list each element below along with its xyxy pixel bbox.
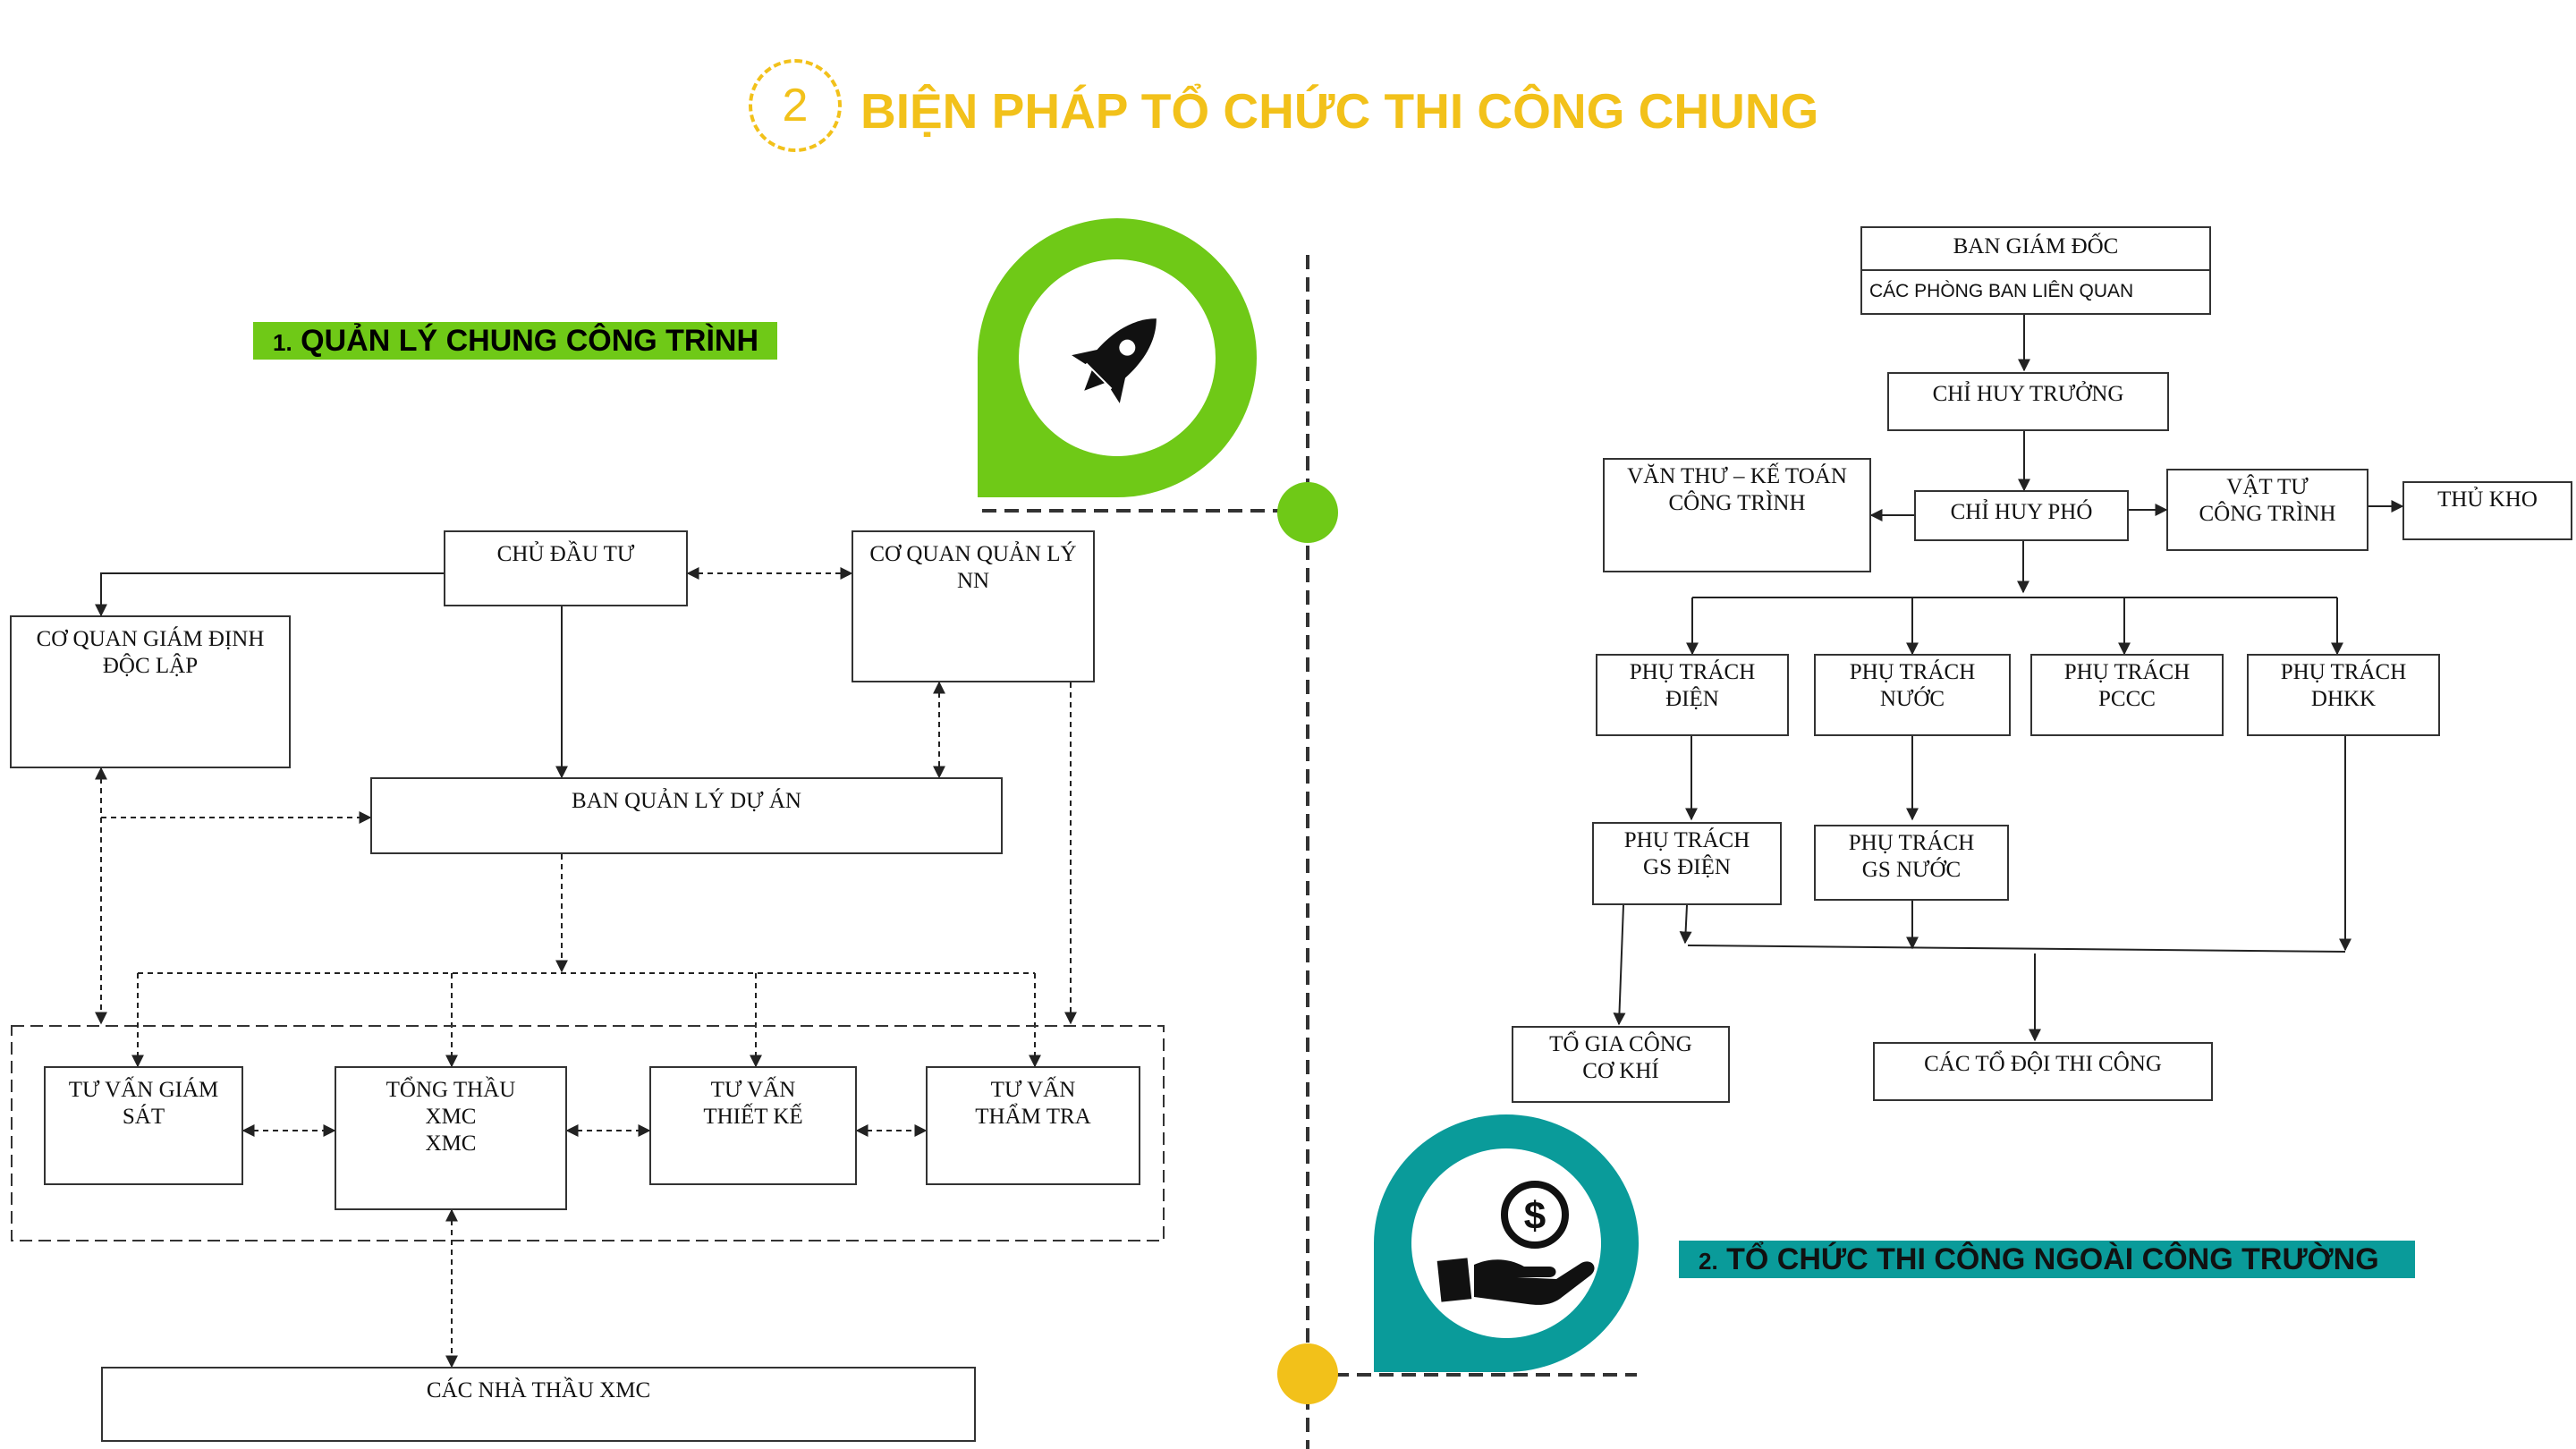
- svg-text:$: $: [1524, 1194, 1546, 1238]
- page-title: BIỆN PHÁP TỔ CHỨC THI CÔNG CHUNG: [860, 83, 1819, 139]
- hand-dollar-icon: $: [1436, 1181, 1595, 1305]
- box-phu-trach-gs-nuoc: PHỤ TRÁCH GS NƯỚC: [1814, 825, 2009, 901]
- box-chu-dau-tu: CHỦ ĐẦU TƯ: [444, 530, 688, 606]
- box-co-quan-giam-dinh: CƠ QUAN GIÁM ĐỊNH ĐỘC LẬP: [10, 615, 291, 768]
- finance-marker: $: [1374, 1114, 1639, 1372]
- box-phu-trach-dien: PHỤ TRÁCH ĐIỆN: [1596, 654, 1789, 736]
- box-chi-huy-truong: CHỈ HUY TRƯỞNG: [1887, 372, 2169, 431]
- section-label-quan-ly-chung: 1. QUẢN LÝ CHUNG CÔNG TRÌNH: [253, 322, 777, 360]
- box-cac-phong-ban: CÁC PHÒNG BAN LIÊN QUAN: [1860, 269, 2211, 315]
- box-tu-van-thiet-ke: TƯ VẤN THIẾT KẾ: [649, 1066, 857, 1185]
- box-phu-trach-nuoc: PHỤ TRÁCH NƯỚC: [1814, 654, 2011, 736]
- rocket-marker: [978, 218, 1257, 497]
- title-number-badge: 2: [749, 59, 842, 152]
- timeline-dot-green: [1277, 482, 1338, 543]
- section-number: 2.: [1699, 1248, 1718, 1275]
- section-label-to-chuc-thi-cong: 2. TỔ CHỨC THI CÔNG NGOÀI CÔNG TRƯỜNG: [1679, 1241, 2415, 1278]
- box-chi-huy-pho: CHỈ HUY PHÓ: [1914, 490, 2129, 541]
- rocket-icon: [1072, 318, 1157, 403]
- box-cac-to-doi-thi-cong: CÁC TỔ ĐỘI THI CÔNG: [1873, 1042, 2213, 1101]
- box-phu-trach-dhkk: PHỤ TRÁCH DHKK: [2247, 654, 2440, 736]
- box-vat-tu: VẬT TƯ CÔNG TRÌNH: [2166, 469, 2368, 551]
- box-co-quan-qlnn: CƠ QUAN QUẢN LÝ NN: [852, 530, 1095, 682]
- timeline-dot-yellow: [1277, 1343, 1338, 1404]
- section-number: 1.: [273, 329, 292, 356]
- box-tu-van-tham-tra: TƯ VẤN THẨM TRA: [926, 1066, 1140, 1185]
- box-cac-nha-thau: CÁC NHÀ THẦU XMC: [101, 1367, 976, 1442]
- box-to-gia-cong-co-khi: TỔ GIA CÔNG CƠ KHÍ: [1512, 1026, 1730, 1103]
- box-tu-van-giam-sat: TƯ VẤN GIÁM SÁT: [44, 1066, 243, 1185]
- box-phu-trach-gs-dien: PHỤ TRÁCH GS ĐIỆN: [1592, 822, 1782, 905]
- section-title: TỔ CHỨC THI CÔNG NGOÀI CÔNG TRƯỜNG: [1726, 1242, 2379, 1276]
- box-thu-kho: THỦ KHO: [2402, 481, 2572, 540]
- box-tong-thau: TỔNG THẦU XMC XMC: [335, 1066, 567, 1210]
- box-ban-giam-doc: BAN GIÁM ĐỐC: [1860, 226, 2211, 271]
- box-van-thu-ke-toan: VĂN THƯ – KẾ TOÁN CÔNG TRÌNH: [1603, 458, 1871, 572]
- section-title: QUẢN LÝ CHUNG CÔNG TRÌNH: [301, 324, 759, 358]
- box-phu-trach-pccc: PHỤ TRÁCH PCCC: [2030, 654, 2224, 736]
- box-ban-quan-ly-du-an: BAN QUẢN LÝ DỰ ÁN: [370, 777, 1003, 854]
